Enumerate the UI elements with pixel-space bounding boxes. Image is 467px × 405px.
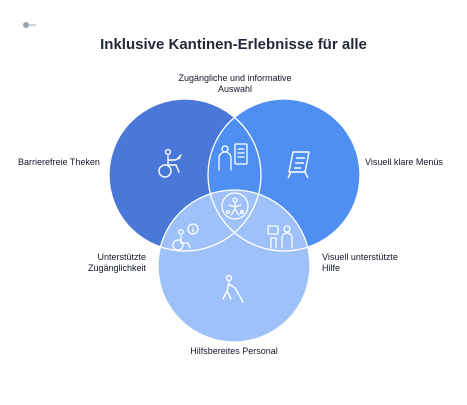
label-visuell-klare-menues: Visuell klare Menüs — [365, 157, 443, 167]
inclusion-icon — [221, 192, 249, 220]
label-zugaengliche-auswahl: Zugängliche und informative Auswahl — [178, 73, 292, 94]
page-title: Inklusive Kantinen-Erlebnisse für alle — [100, 36, 367, 53]
label-unterstuetzte-zugaenglichkeit: Unterstützte Zugänglichkeit — [87, 252, 146, 273]
label-hilfsbereites-personal: Hilfsbereites Personal — [190, 346, 278, 356]
label-barrierefreie-theken: Barrierefreie Theken — [18, 157, 100, 167]
label-visuell-unterstuetzte-hilfe: Visuell unterstützte Hilfe — [322, 252, 398, 273]
person-board-icon — [218, 143, 248, 171]
helper-icon — [267, 225, 293, 249]
logo-icon — [23, 22, 36, 28]
wheelchair-info-icon — [172, 223, 199, 251]
wheelchair-icon — [158, 148, 182, 178]
circle-hilfsbereites-personal — [158, 190, 310, 342]
blind-person-icon — [222, 274, 244, 303]
menu-board-icon — [287, 151, 310, 179]
